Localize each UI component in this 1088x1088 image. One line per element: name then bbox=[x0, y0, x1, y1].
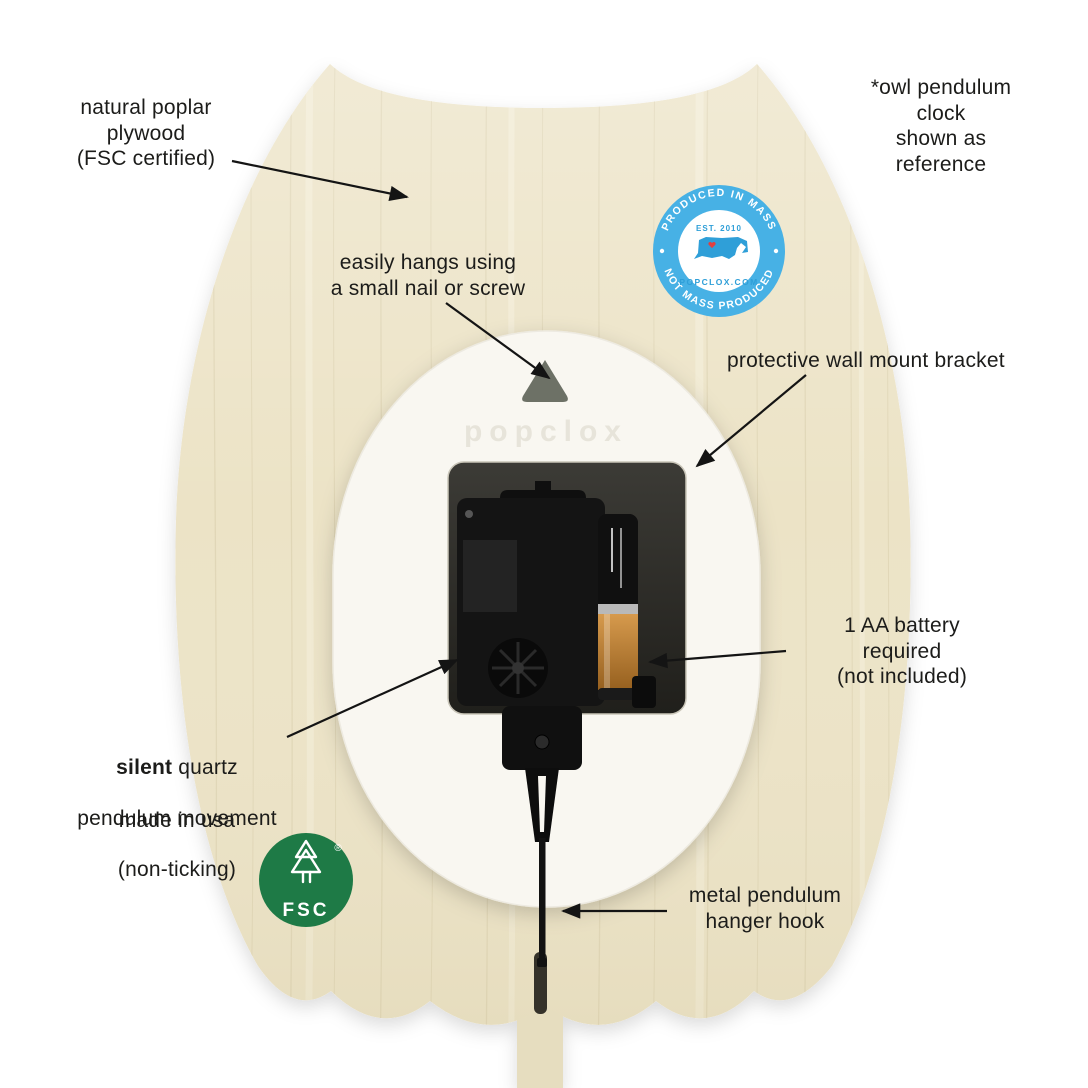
arrow-hanging bbox=[445, 302, 551, 380]
fsc-tree-icon bbox=[290, 839, 322, 884]
battery-copper-body bbox=[598, 614, 638, 690]
aa-battery bbox=[598, 514, 656, 708]
annotation-movement-line1: silent quartz bbox=[77, 755, 277, 781]
stamp-site-text: POPCLOX.COM bbox=[679, 277, 758, 287]
pendulum-hook-tip bbox=[537, 958, 547, 967]
battery-clip bbox=[632, 676, 656, 708]
annotation-movement-line1-rest: quartz bbox=[172, 755, 238, 779]
annotation-reference-note: *owl pendulum clock shown as reference bbox=[870, 76, 1012, 176]
annotation-battery: 1 AA battery required (not included) bbox=[836, 614, 968, 689]
annotation-hook: metal pendulum hanger hook bbox=[688, 884, 842, 933]
fsc-registered-mark: ® bbox=[334, 843, 342, 854]
fsc-label: FSC bbox=[283, 900, 330, 921]
hanging-hole-triangle bbox=[522, 360, 568, 402]
arrow-movement bbox=[286, 658, 459, 739]
hanger-loop-opening bbox=[538, 776, 546, 832]
pendulum-slot bbox=[534, 952, 547, 1014]
annotation-material: natural poplar plywood (FSC certified) bbox=[76, 96, 216, 171]
arrow-material bbox=[231, 159, 409, 202]
movement-screw bbox=[465, 510, 473, 518]
heart-icon bbox=[708, 241, 716, 249]
annotation-movement-line3: (non-ticking) bbox=[117, 858, 237, 882]
movement-clip-tab bbox=[535, 481, 551, 493]
annotation-movement: silent quartz pendulum movement (non-tic… bbox=[77, 729, 277, 908]
arrow-bracket bbox=[695, 374, 807, 468]
pendulum-hanger-rod bbox=[539, 838, 546, 964]
stamp-separator-dot-left bbox=[659, 248, 665, 254]
annotation-hanging: easily hangs using a small nail or screw bbox=[330, 251, 526, 300]
arrow-battery bbox=[648, 649, 787, 669]
annotation-bracket: protective wall mount bracket bbox=[727, 349, 1005, 372]
clock-movement bbox=[457, 481, 656, 967]
stamp-separator-dot-right bbox=[773, 248, 779, 254]
movement-gear-fan bbox=[488, 638, 548, 698]
fsc-certification-badge: FSC ® bbox=[259, 833, 353, 927]
massachusetts-icon bbox=[694, 237, 748, 259]
annotation-movement-line2: pendulum movement bbox=[77, 806, 277, 830]
movement-label-area bbox=[463, 540, 517, 612]
drive-screw bbox=[534, 734, 550, 750]
brand-embossed-text: popclox bbox=[464, 415, 628, 448]
stamp-est-text: EST. 2010 bbox=[696, 224, 742, 233]
annotation-movement-bold-word: silent bbox=[116, 755, 173, 779]
produced-in-mass-stamp: PRODUCED IN MASS NOT MASS PRODUCED EST. … bbox=[653, 185, 785, 317]
annotation-arrows bbox=[231, 159, 807, 919]
annotation-made-in-usa: made in usa bbox=[118, 809, 236, 832]
